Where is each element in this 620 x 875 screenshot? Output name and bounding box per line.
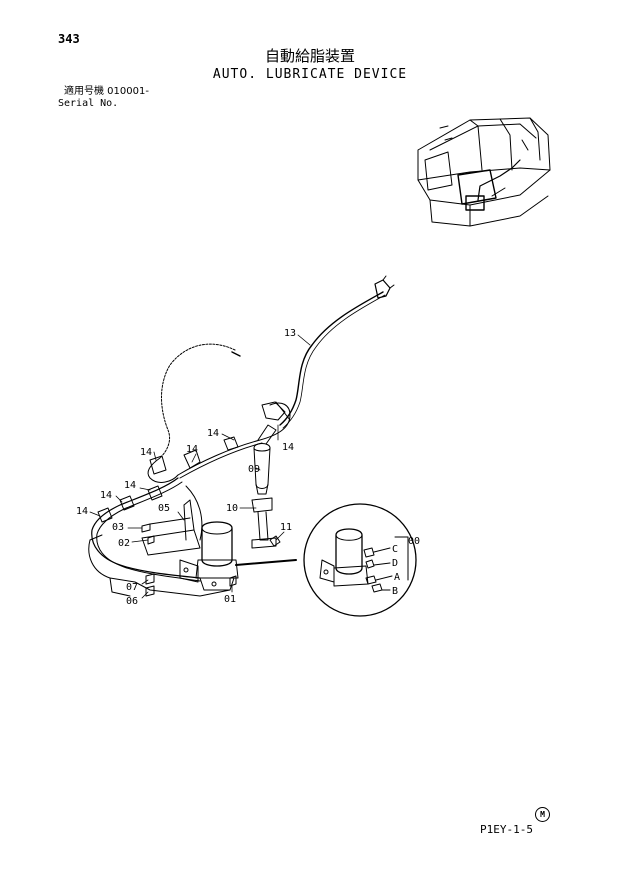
detail-view <box>303 503 417 617</box>
callout-09: 09 <box>248 464 260 475</box>
grease-pump <box>179 521 297 591</box>
serial-label-japanese: 適用号機 010001- <box>64 86 149 97</box>
machine-locator-sketch <box>417 117 551 227</box>
bracket-05 <box>141 499 201 556</box>
title-english: AUTO. LUBRICATE DEVICE <box>212 67 408 82</box>
callout-11: 11 <box>280 522 292 533</box>
callout-07: 07 <box>126 582 138 593</box>
callout-14: 14 <box>140 447 152 458</box>
callout-01: 01 <box>224 594 236 605</box>
lower-hoses <box>91 477 203 582</box>
figure-code: P1EY-1-5 <box>480 823 533 836</box>
bolts <box>141 523 281 597</box>
callout-05: 05 <box>158 503 170 514</box>
callout-14: 14 <box>76 506 88 517</box>
callout-c: C <box>392 544 398 555</box>
callout-14: 14 <box>207 428 219 439</box>
serial-label-english: Serial No. <box>58 98 119 109</box>
callout-b: B <box>392 586 398 597</box>
leader-lines <box>89 334 311 599</box>
frame-member <box>88 534 231 597</box>
clamps-14 <box>97 401 291 523</box>
callout-14: 14 <box>282 442 294 453</box>
filter-09 <box>253 424 277 495</box>
callout-14: 14 <box>186 444 198 455</box>
callout-14: 14 <box>124 480 136 491</box>
callout-14: 14 <box>100 490 112 501</box>
hose-loop <box>147 343 291 483</box>
callout-06: 06 <box>126 596 138 607</box>
callout-a: A <box>394 572 400 583</box>
callout-00: 00 <box>408 536 420 547</box>
callout-labels: 13 14 14 14 14 14 14 14 09 10 11 05 03 0… <box>76 328 420 607</box>
callout-03: 03 <box>112 522 124 533</box>
callout-d: D <box>392 558 398 569</box>
callout-10: 10 <box>226 503 238 514</box>
page-number: 343 <box>58 32 80 46</box>
title-japanese: 自動給脂装置 <box>264 47 355 65</box>
callout-13: 13 <box>284 328 296 339</box>
callout-02: 02 <box>118 538 130 549</box>
bracket-10 <box>251 497 277 549</box>
model-mark-badge: M <box>535 807 550 822</box>
harness-13 <box>279 275 395 429</box>
